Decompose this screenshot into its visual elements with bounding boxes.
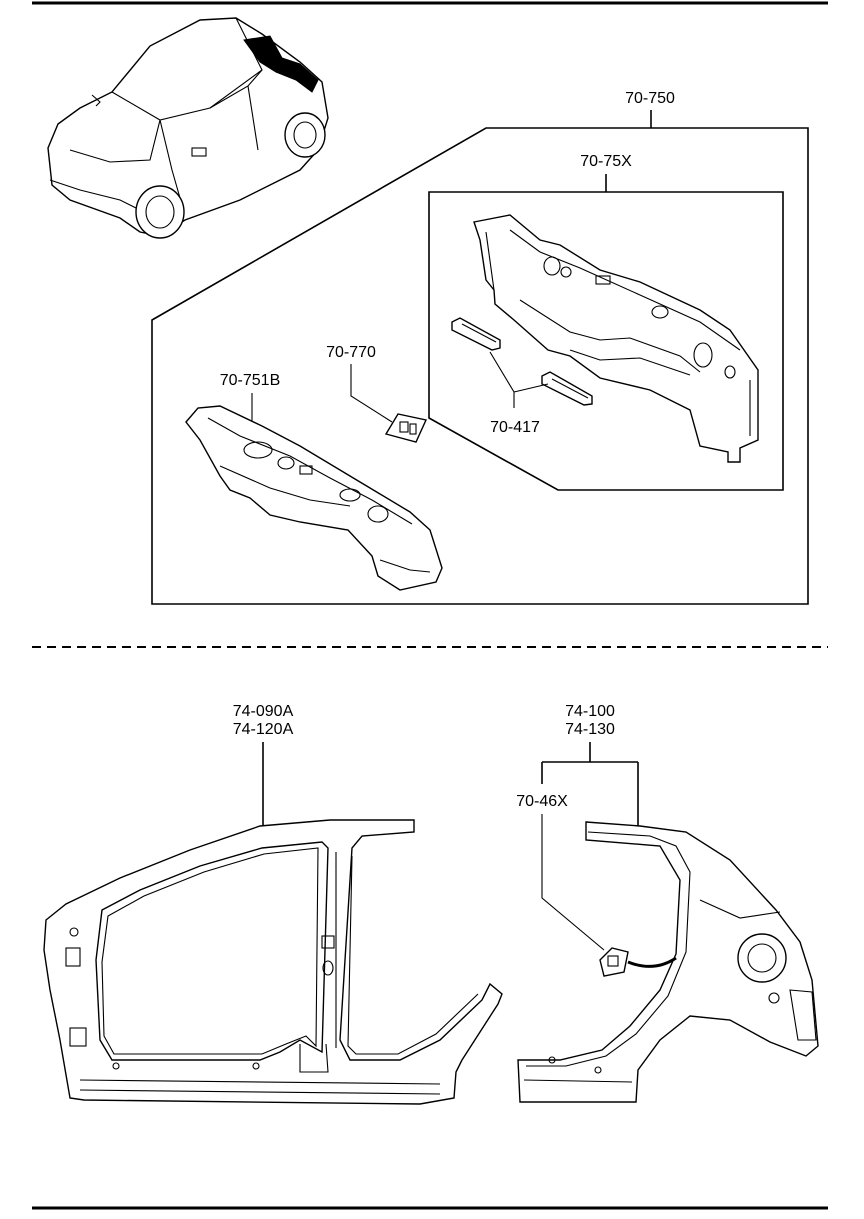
car-overview-illustration — [47, 17, 329, 239]
rear-panel-part — [473, 214, 759, 463]
rear-side-outer-leader — [541, 742, 639, 826]
label-rear-panel: 70-75X — [580, 153, 632, 170]
bracket-leader — [350, 364, 393, 423]
bracket-part — [384, 413, 427, 443]
fuel-lid-housing-leader — [541, 814, 605, 951]
label-rear-side-outer-b: 74-130 — [565, 721, 615, 738]
label-front-side-outer-a: 74-090A — [233, 703, 294, 720]
label-reinforcement: 70-417 — [490, 419, 540, 436]
rear-panel-highlight-icon — [243, 35, 319, 93]
label-rear-panel-assembly: 70-750 — [625, 90, 675, 107]
label-fuel-lid-housing: 70-46X — [516, 793, 568, 810]
rear-panel-assembly-frame — [151, 127, 809, 605]
front-body-side-outer-part — [43, 819, 503, 1105]
fuel-lid-housing-part — [599, 947, 677, 977]
label-bracket: 70-770 — [326, 344, 376, 361]
reinforcement-leaders — [489, 351, 549, 408]
rear-floor-pan-part — [185, 405, 443, 591]
label-front-side-outer-b: 74-120A — [233, 721, 294, 738]
rear-panel-frame — [428, 191, 784, 491]
label-rear-floor-pan: 70-751B — [220, 372, 281, 389]
reinforcement-parts — [451, 317, 593, 406]
label-rear-side-outer-a: 74-100 — [565, 703, 615, 720]
rear-body-side-outer-part — [517, 821, 819, 1103]
